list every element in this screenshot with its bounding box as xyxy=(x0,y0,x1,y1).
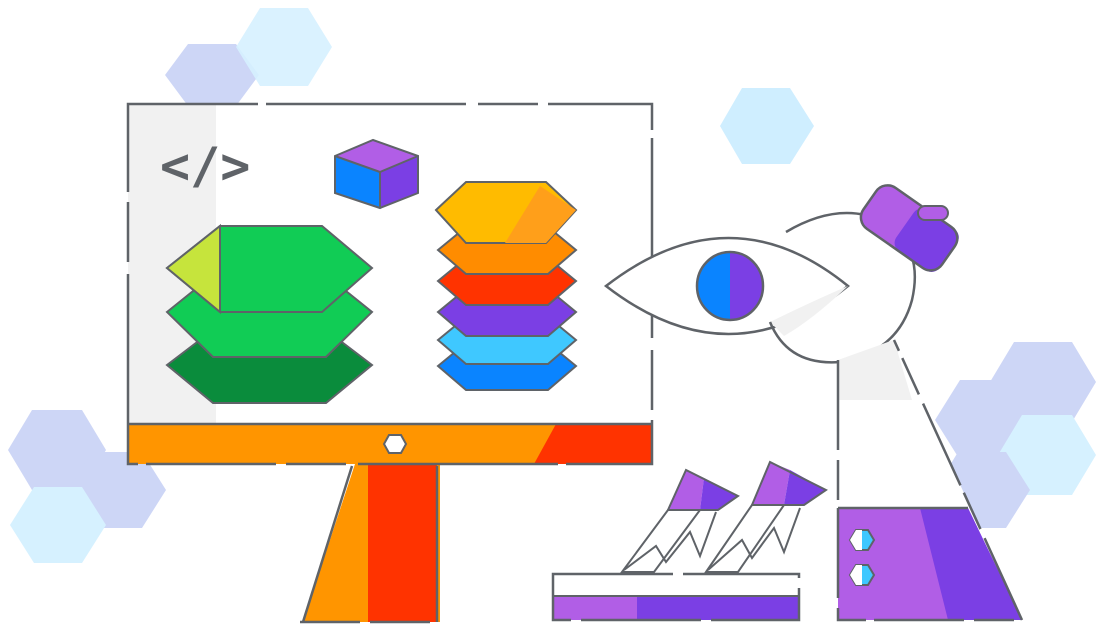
tray-top xyxy=(553,574,799,596)
monitor-stand xyxy=(300,464,440,624)
green-hexagon-stack xyxy=(165,223,374,404)
tray-light xyxy=(553,596,637,620)
slide-zigzag xyxy=(707,507,801,571)
stand-outline xyxy=(301,465,354,623)
stand-leg-red xyxy=(368,464,437,622)
iris-left xyxy=(697,252,730,320)
slide-right xyxy=(704,460,828,573)
hexagon-sky xyxy=(10,487,106,563)
hexagon-lavender xyxy=(165,44,259,106)
hexagon-sky xyxy=(236,8,332,86)
eyepiece-knob xyxy=(917,205,949,221)
microscope-eyepiece xyxy=(859,184,959,272)
monitor-bezel-red xyxy=(534,424,652,464)
eye xyxy=(603,236,850,336)
microscope xyxy=(768,184,1024,622)
monitor-frame xyxy=(126,102,654,466)
slide-cap-outline xyxy=(750,460,828,506)
slide-cap-light xyxy=(668,470,704,510)
floating-cube xyxy=(334,138,419,210)
iris-right xyxy=(730,252,763,320)
base-liquid-dark xyxy=(920,508,1022,620)
slide-left xyxy=(620,468,740,573)
hexagon-sky xyxy=(720,88,814,164)
eyepiece-shade xyxy=(894,208,959,272)
slide-cap-light xyxy=(752,462,790,505)
bubble-hex-fill xyxy=(850,565,862,585)
slide-zigzag xyxy=(623,511,717,571)
monitor: </> xyxy=(126,102,654,466)
eye-shadow xyxy=(770,286,848,336)
hexagon-sky xyxy=(998,415,1096,495)
iris-outline xyxy=(695,250,765,322)
cube-outline xyxy=(334,138,419,210)
code-symbol: </> xyxy=(160,137,250,195)
hex-top-highlight xyxy=(165,223,221,315)
microscope-arm xyxy=(768,211,917,364)
power-button xyxy=(382,434,408,454)
sample-tray xyxy=(551,460,828,622)
rainbow-hexagon-stack xyxy=(434,181,578,391)
background-hexagons xyxy=(8,8,1096,563)
tray-dark xyxy=(637,596,799,620)
slide-cap-outline xyxy=(666,468,740,511)
bubble-hex-fill xyxy=(850,530,862,550)
hex-yellow-shade xyxy=(505,186,576,243)
base-shade xyxy=(838,340,912,400)
base-outline xyxy=(836,339,1024,622)
